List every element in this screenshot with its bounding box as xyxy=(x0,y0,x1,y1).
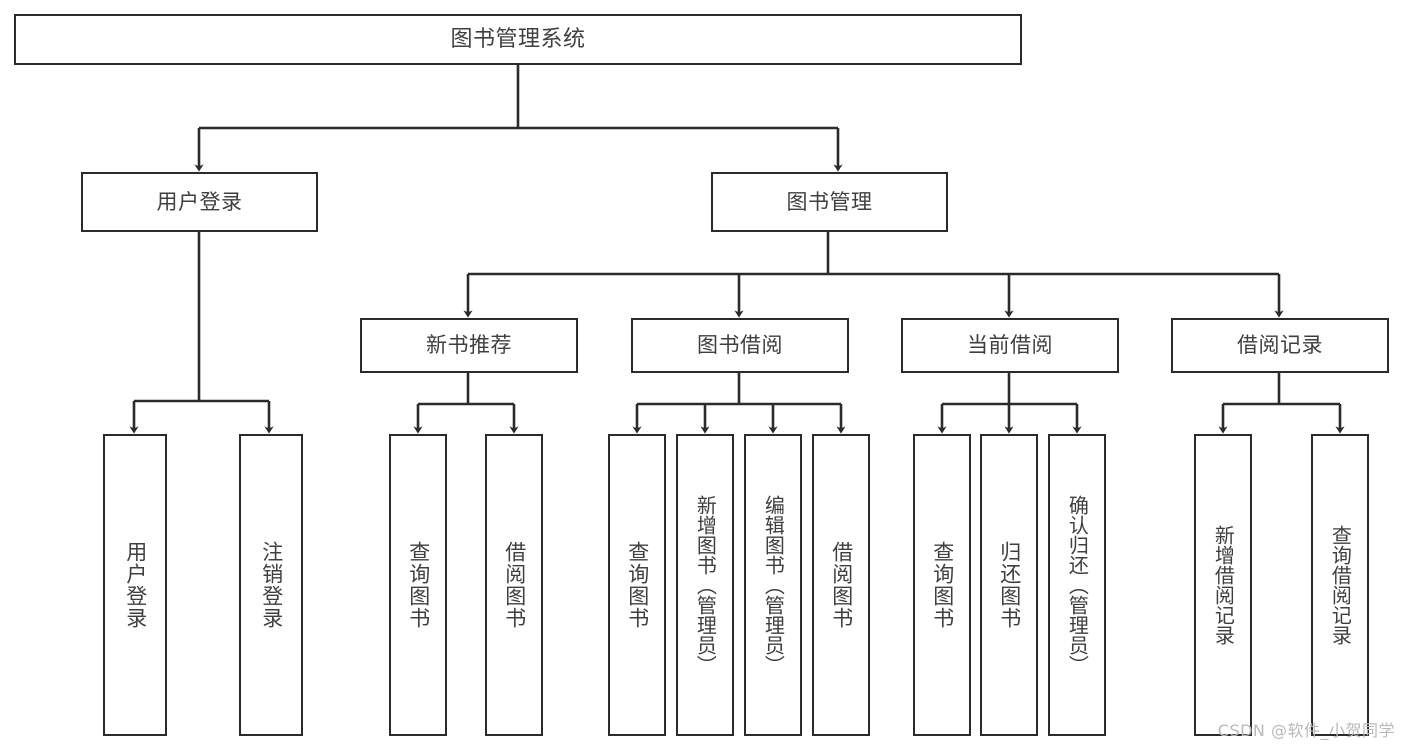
node-new-book-recommend[interactable]: 新书推荐 xyxy=(360,318,578,373)
node-leaf-user-login[interactable]: 用户登录 xyxy=(103,434,167,736)
node-leaf-edit-book-admin-label: 编辑图书（管理员） xyxy=(761,495,786,675)
node-leaf-confirm-return-admin-label: 确认归还（管理员） xyxy=(1065,495,1090,675)
node-leaf-borrow-query-book[interactable]: 查询图书 xyxy=(608,434,666,736)
node-leaf-confirm-return-admin[interactable]: 确认归还（管理员） xyxy=(1048,434,1106,736)
node-leaf-borrow-book-label: 借阅图书 xyxy=(829,541,854,629)
node-book-management[interactable]: 图书管理 xyxy=(711,172,948,232)
node-book-borrow[interactable]: 图书借阅 xyxy=(631,318,849,373)
node-leaf-current-query-book[interactable]: 查询图书 xyxy=(913,434,971,736)
node-current-borrow[interactable]: 当前借阅 xyxy=(901,318,1119,373)
node-leaf-recommend-query-book-label: 查询图书 xyxy=(406,541,431,629)
node-leaf-recommend-borrow-book[interactable]: 借阅图书 xyxy=(485,434,543,736)
node-borrow-record-label: 借阅记录 xyxy=(1237,333,1323,358)
node-leaf-add-borrow-record[interactable]: 新增借阅记录 xyxy=(1194,434,1252,736)
node-root-system[interactable]: 图书管理系统 xyxy=(14,14,1022,65)
node-leaf-logout-label: 注销登录 xyxy=(259,541,284,629)
node-leaf-user-login-label: 用户登录 xyxy=(123,541,148,629)
node-current-borrow-label: 当前借阅 xyxy=(967,333,1053,358)
node-leaf-borrow-query-book-label: 查询图书 xyxy=(625,541,650,629)
node-leaf-recommend-query-book[interactable]: 查询图书 xyxy=(389,434,447,736)
node-book-borrow-label: 图书借阅 xyxy=(697,333,783,358)
node-book-management-label: 图书管理 xyxy=(786,189,873,214)
node-leaf-current-query-book-label: 查询图书 xyxy=(930,541,955,629)
node-leaf-query-borrow-record[interactable]: 查询借阅记录 xyxy=(1311,434,1369,736)
node-user-login[interactable]: 用户登录 xyxy=(81,172,318,232)
node-root-system-label: 图书管理系统 xyxy=(450,26,586,52)
node-leaf-add-book-admin-label: 新增图书（管理员） xyxy=(693,495,718,675)
node-leaf-borrow-book[interactable]: 借阅图书 xyxy=(812,434,870,736)
node-leaf-query-borrow-record-label: 查询借阅记录 xyxy=(1328,525,1353,645)
node-leaf-return-book[interactable]: 归还图书 xyxy=(980,434,1038,736)
node-leaf-recommend-borrow-book-label: 借阅图书 xyxy=(502,541,527,629)
node-new-book-recommend-label: 新书推荐 xyxy=(426,333,512,358)
node-leaf-edit-book-admin[interactable]: 编辑图书（管理员） xyxy=(744,434,802,736)
node-leaf-logout[interactable]: 注销登录 xyxy=(239,434,303,736)
node-leaf-return-book-label: 归还图书 xyxy=(997,541,1022,629)
node-leaf-add-borrow-record-label: 新增借阅记录 xyxy=(1211,525,1236,645)
node-borrow-record[interactable]: 借阅记录 xyxy=(1171,318,1389,373)
node-user-login-label: 用户登录 xyxy=(156,189,243,214)
node-leaf-add-book-admin[interactable]: 新增图书（管理员） xyxy=(676,434,734,736)
csdn-watermark: CSDN @软件_小贺同学 xyxy=(1217,721,1395,740)
